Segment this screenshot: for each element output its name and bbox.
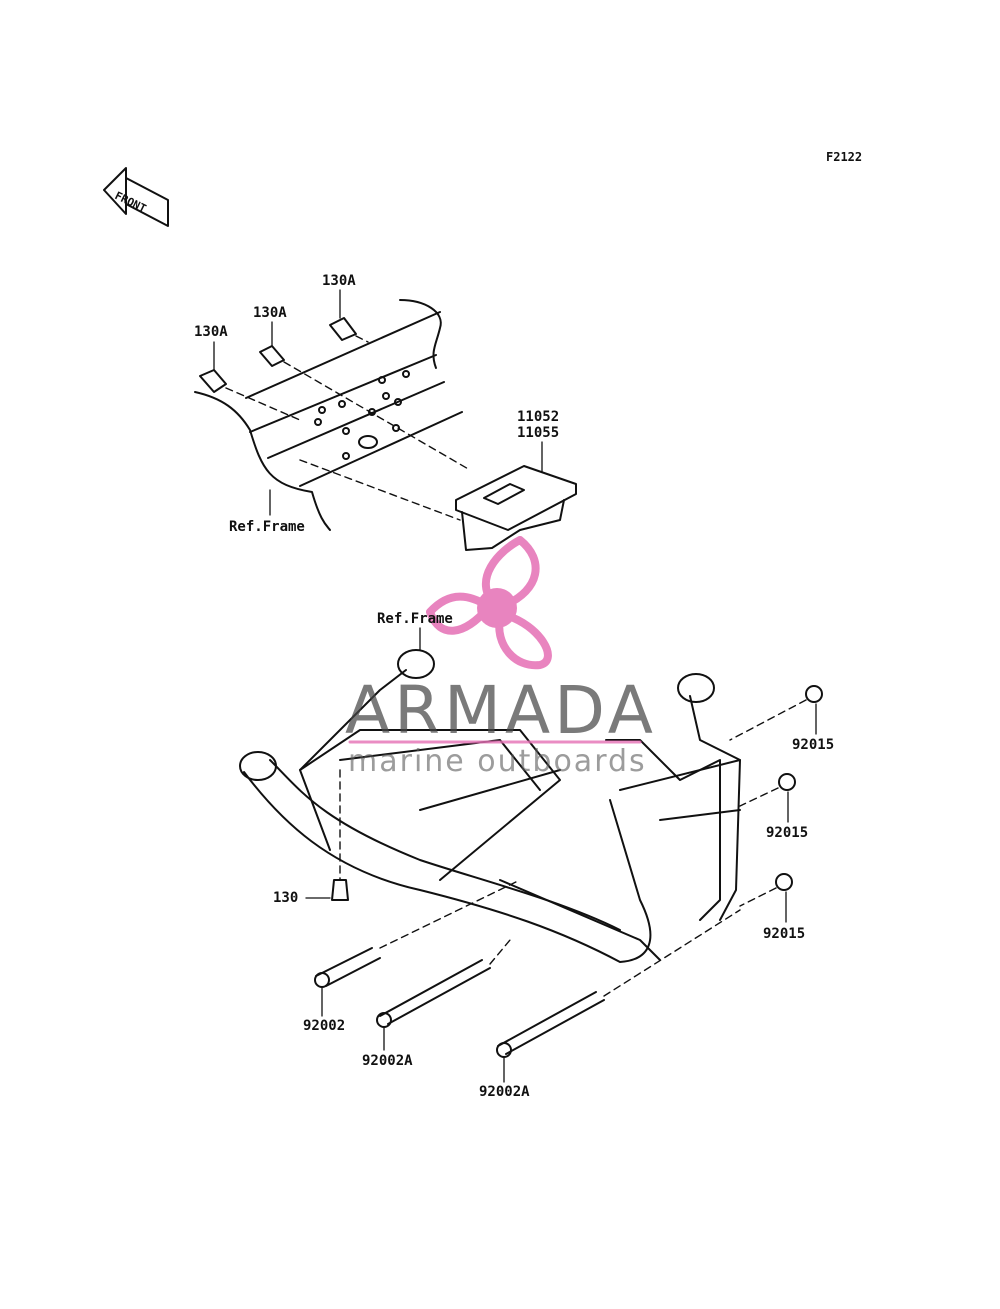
label-130: 130	[273, 890, 299, 906]
watermark-tagline: marine outboards	[348, 744, 647, 779]
label-ref-frame-lower: Ref.Frame	[377, 611, 453, 627]
leader-lines	[213, 289, 817, 1083]
nut-guide-lines	[729, 699, 807, 907]
bolt-130-icon	[331, 769, 349, 901]
label-92002: 92002	[303, 1018, 346, 1034]
label-130A-right: 130A	[322, 273, 356, 289]
propeller-icon	[426, 536, 552, 670]
watermark-brand: ARMADA	[345, 672, 657, 749]
label-92015-top: 92015	[792, 737, 835, 753]
label-92015-mid: 92015	[766, 825, 809, 841]
label-130A-left: 130A	[194, 324, 228, 340]
label-92015-bottom: 92015	[763, 926, 806, 942]
upper-frame-section	[194, 299, 463, 531]
label-92002A-a: 92002A	[362, 1053, 413, 1069]
front-arrow-icon	[103, 167, 169, 227]
nut-92015-icons	[775, 685, 823, 891]
label-11052: 11052	[517, 409, 560, 425]
bolt-guide-lines	[225, 335, 471, 521]
long-bolt-guide-lines	[379, 879, 741, 997]
bolt-130A-icons	[199, 317, 357, 393]
label-11055: 11055	[517, 425, 560, 441]
long-bolt-icons	[314, 947, 605, 1058]
diagram-code: F2122	[826, 150, 863, 164]
bracket-11052	[455, 465, 577, 551]
label-ref-frame-upper: Ref.Frame	[229, 519, 305, 535]
lower-frame	[239, 649, 741, 963]
label-130A-mid: 130A	[253, 305, 287, 321]
label-92002A-b: 92002A	[479, 1084, 530, 1100]
